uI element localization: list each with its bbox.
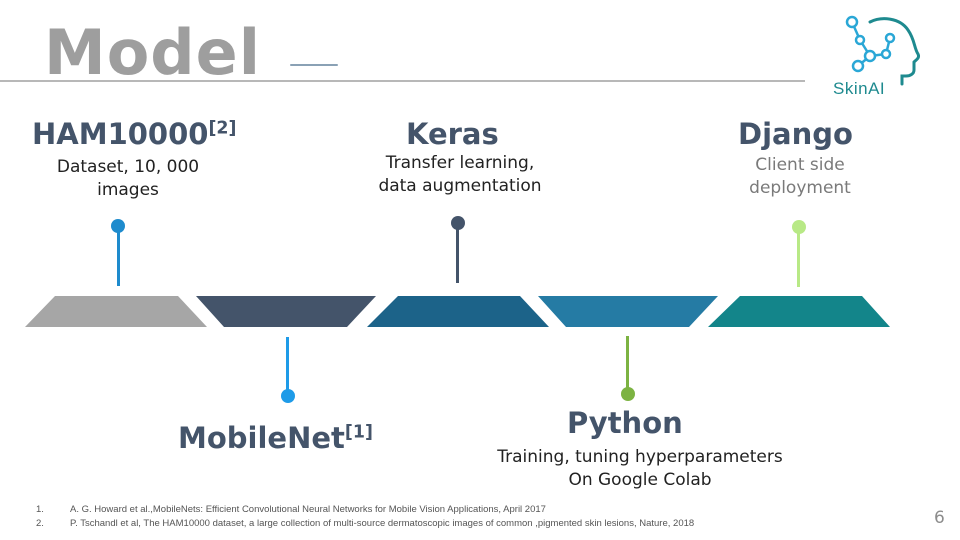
footnote-1: 1. A. G. Howard et al.,MobileNets: Effici… — [36, 503, 694, 517]
footnote-2-text: P. Tschandl et al, The HAM10000 dataset,… — [70, 518, 695, 529]
ham10000-description: Dataset, 10, 000 images — [28, 156, 228, 202]
keras-marker-dot — [451, 216, 465, 230]
python-desc-line2: On Google Colab — [568, 470, 712, 490]
keras-desc-line1: Transfer learning, — [385, 153, 535, 173]
mobilenet-name: MobileNet — [178, 421, 345, 455]
footnote-2: 2. P. Tschandl et al, The HAM10000 datase… — [36, 517, 694, 531]
mobilenet-heading: MobileNet[1] — [178, 421, 373, 455]
keras-name: Keras — [406, 117, 499, 151]
footnote-2-number: 2. — [36, 518, 44, 529]
timeline-segment-5 — [708, 296, 890, 327]
keras-desc-line2: data augmentation — [378, 176, 542, 196]
keras-description: Transfer learning, data augmentation — [340, 152, 580, 198]
ham10000-ref: [2] — [208, 118, 237, 139]
timeline-segment-3 — [367, 296, 549, 327]
ham10000-marker-dot — [111, 219, 125, 233]
mobilenet-marker-stem — [286, 337, 289, 395]
python-desc-line1: Training, tuning hyperparameters — [497, 447, 783, 467]
title-divider — [0, 80, 805, 82]
timeline-segment-4 — [538, 296, 718, 327]
page-number: 6 — [934, 508, 945, 528]
timeline-segment-2 — [196, 296, 376, 327]
python-description: Training, tuning hyperparameters On Goog… — [470, 446, 810, 492]
ham10000-desc-line2: images — [97, 180, 159, 200]
footnotes: 1. A. G. Howard et al.,MobileNets: Effici… — [36, 503, 694, 531]
ham10000-name: HAM10000 — [32, 117, 209, 151]
footnote-1-text: A. G. Howard et al.,MobileNets: Efficien… — [70, 504, 546, 515]
python-marker-dot — [621, 387, 635, 401]
django-description: Client side deployment — [700, 154, 900, 200]
django-marker-stem — [797, 229, 800, 287]
title-accent-dash — [290, 64, 338, 66]
ham10000-heading: HAM10000[2] — [32, 117, 236, 151]
logo-text: SkinAI — [833, 79, 886, 98]
skinai-logo-icon — [845, 15, 920, 86]
page-title: Model — [44, 16, 261, 89]
ham10000-marker-stem — [117, 228, 120, 286]
django-desc-line2: deployment — [749, 178, 851, 198]
timeline-band — [25, 296, 890, 327]
django-marker-dot — [792, 220, 806, 234]
django-name: Django — [738, 117, 853, 151]
keras-marker-stem — [456, 225, 459, 283]
django-desc-line1: Client side — [755, 155, 845, 175]
mobilenet-marker-dot — [281, 389, 295, 403]
python-name: Python — [567, 406, 683, 440]
python-marker-stem — [626, 336, 629, 392]
footnote-1-number: 1. — [36, 504, 44, 515]
timeline-segment-1 — [25, 296, 207, 327]
mobilenet-ref: [1] — [344, 422, 373, 443]
ham10000-desc-line1: Dataset, 10, 000 — [56, 157, 200, 177]
